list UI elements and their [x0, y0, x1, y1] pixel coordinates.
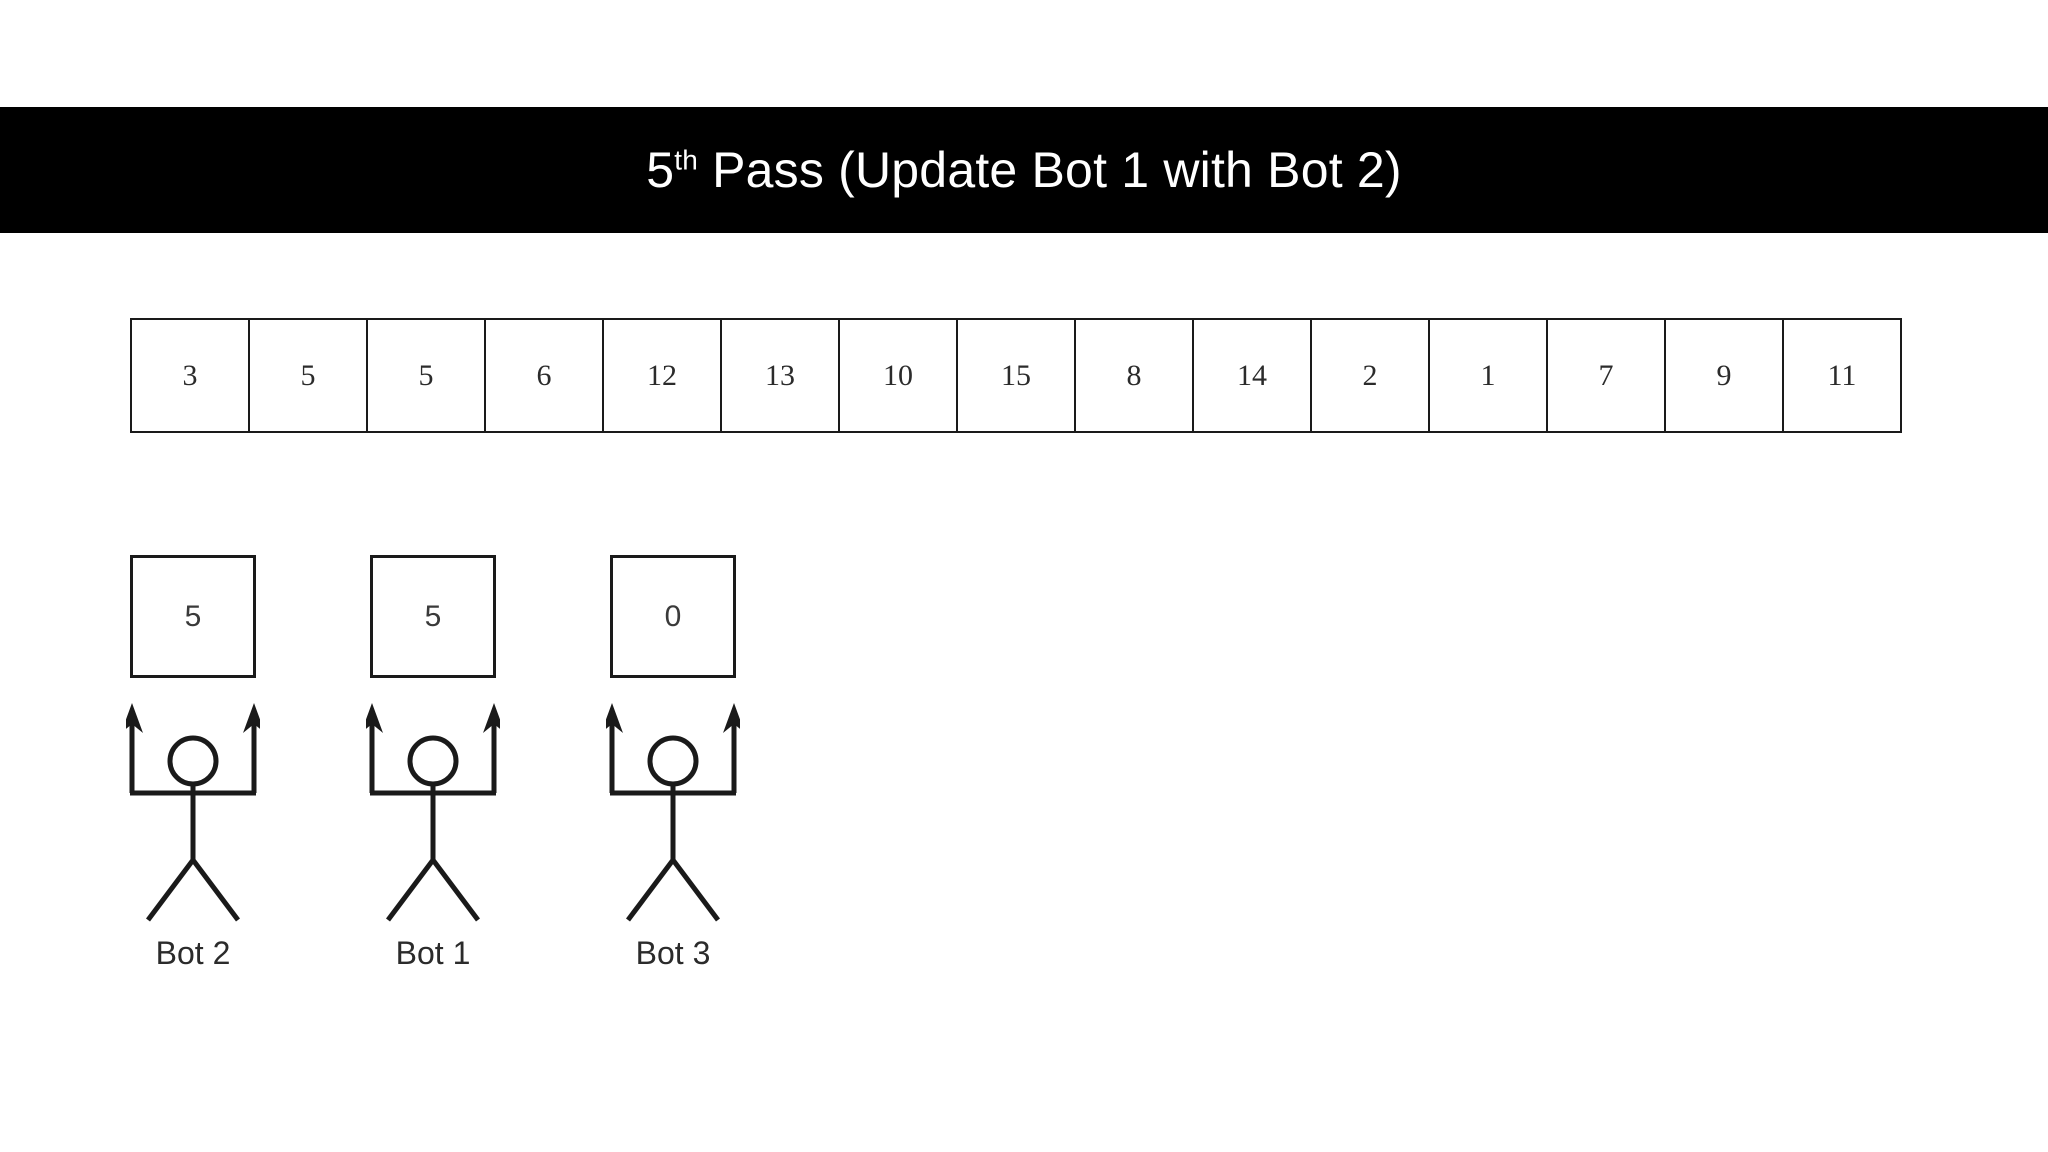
bot-label: Bot 2: [155, 935, 231, 971]
title-prefix: 5: [646, 142, 675, 198]
array-cell: 7: [1546, 318, 1666, 433]
bot-value-box: 5: [370, 555, 496, 678]
arrow-up-icon: [366, 703, 383, 733]
array-cell: 6: [484, 318, 604, 433]
array-cell: 8: [1074, 318, 1194, 433]
stick-figure-icon: [126, 703, 260, 922]
title-banner: 5th Pass (Update Bot 1 with Bot 2): [0, 107, 2048, 233]
right-leg: [671, 858, 720, 922]
array-cell: 3: [130, 318, 250, 433]
title-superscript: th: [674, 144, 698, 176]
arrow-up-icon: [723, 703, 740, 733]
head-circle-icon: [167, 735, 219, 787]
title-rest: Pass (Update Bot 1 with Bot 2): [698, 142, 1402, 198]
bot-label: Bot 1: [395, 935, 471, 971]
arrow-up-icon: [126, 703, 143, 733]
left-leg: [386, 858, 435, 922]
array-cell: 2: [1310, 318, 1430, 433]
stick-figure-icon: [366, 703, 500, 922]
bot-label: Bot 3: [635, 935, 711, 971]
array-cell: 9: [1664, 318, 1784, 433]
arrow-up-icon: [483, 703, 500, 733]
page-title: 5th Pass (Update Bot 1 with Bot 2): [646, 145, 1402, 195]
head-circle-icon: [407, 735, 459, 787]
head-circle-icon: [647, 735, 699, 787]
bot-value-box: 0: [610, 555, 736, 678]
arrow-up-icon: [606, 703, 623, 733]
array-cell: 13: [720, 318, 840, 433]
right-leg: [191, 858, 240, 922]
array-cell: 10: [838, 318, 958, 433]
bot-value-box: 5: [130, 555, 256, 678]
array-cell: 12: [602, 318, 722, 433]
right-leg: [431, 858, 480, 922]
left-leg: [626, 858, 675, 922]
array-cell: 11: [1782, 318, 1902, 433]
array-cell: 1: [1428, 318, 1548, 433]
left-leg: [146, 858, 195, 922]
array-cell: 14: [1192, 318, 1312, 433]
arrow-up-icon: [243, 703, 260, 733]
stick-figure-icon: [606, 703, 740, 922]
